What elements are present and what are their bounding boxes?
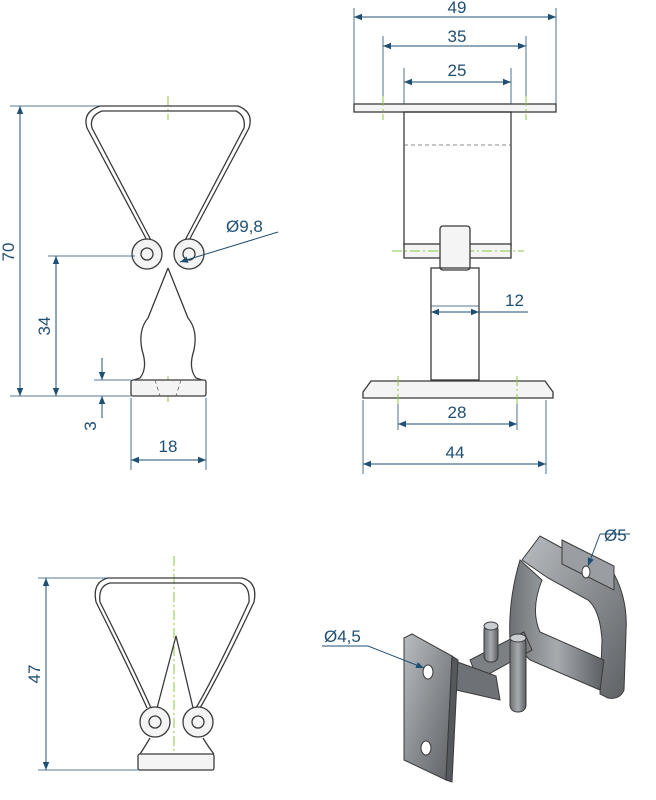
iso-pin-right-top <box>509 633 527 643</box>
dim-d98-leader <box>179 231 279 263</box>
side-view-shaft <box>430 267 480 381</box>
iso-view: Ø5 Ø4,5 <box>322 526 630 783</box>
closed-view-base <box>137 753 215 771</box>
dim-35-label: 35 <box>448 27 467 46</box>
iso-d5-label: Ø5 <box>604 526 627 545</box>
closed-pivot-eye-left <box>139 706 171 738</box>
dim-3-label: 3 <box>81 421 100 430</box>
closed-clip-outline <box>94 577 256 709</box>
side-view: 49 35 25 12 28 44 <box>353 0 557 474</box>
dim-70-label: 70 <box>0 243 18 262</box>
closed-pivot-hole-right <box>191 715 205 729</box>
base-countersink-left <box>154 379 161 397</box>
iso-hole-d45-bottom <box>420 740 432 756</box>
iso-hole-d5 <box>581 565 591 579</box>
closed-clip-inner <box>99 582 250 709</box>
closed-stem <box>139 737 215 755</box>
side-view-hinge-knuckle <box>439 225 471 271</box>
pivot-stem <box>133 267 203 381</box>
base-countersink-right <box>175 379 182 397</box>
iso-d45-label: Ø4,5 <box>324 627 361 646</box>
iso-spring-front-wall <box>509 559 605 691</box>
pivot-eye-left <box>131 238 163 270</box>
pivot-eye-right <box>173 238 205 270</box>
dim-44-label: 44 <box>446 443 465 462</box>
iso-pin-right <box>509 635 527 713</box>
closed-inner-arms <box>155 635 195 713</box>
dim-28-label: 28 <box>448 403 467 422</box>
closed-view: 47 <box>25 556 256 772</box>
spring-clip-inner <box>90 110 245 247</box>
pivot-hole-right <box>182 247 196 261</box>
iso-hole-d45-top <box>422 664 434 680</box>
front-view-base <box>130 379 207 397</box>
dim-34-label: 34 <box>35 317 54 336</box>
dim-49-label: 49 <box>448 0 467 17</box>
iso-d45-leader <box>367 645 425 669</box>
dim-d98-label: Ø9,8 <box>226 217 263 236</box>
iso-d5-leader <box>587 533 601 567</box>
dim-18-label: 18 <box>159 437 178 456</box>
dim-25-label: 25 <box>448 61 467 80</box>
side-view-base <box>362 380 554 399</box>
pivot-hole-left <box>140 247 154 261</box>
closed-pivot-hole-left <box>148 715 162 729</box>
closed-pivot-eye-right <box>182 706 214 738</box>
spring-clip-outline <box>85 105 251 247</box>
dim-12-label: 12 <box>505 291 524 310</box>
iso-base-plate-edge <box>445 655 459 783</box>
iso-base-plate <box>403 633 453 781</box>
iso-pin-left-top <box>483 621 499 631</box>
dim-47-label: 47 <box>25 665 44 684</box>
front-view: 70 34 3 18 Ø9,8 <box>0 96 279 470</box>
